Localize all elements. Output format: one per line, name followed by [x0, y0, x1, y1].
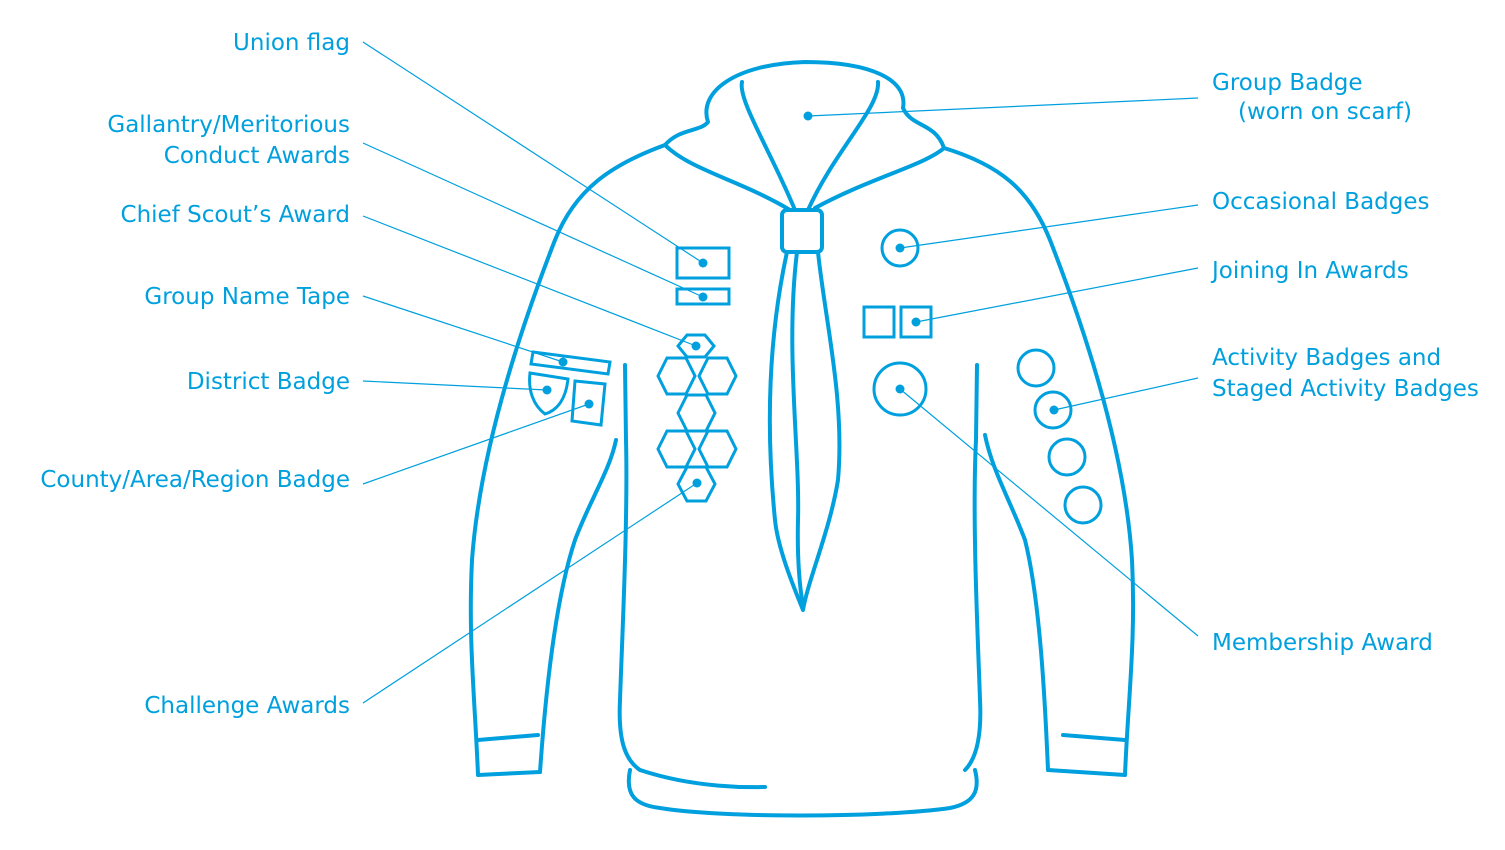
leader-group-badge — [807, 97, 1199, 117]
label-union-flag: Union flag — [233, 30, 350, 56]
pointer-dot — [558, 357, 568, 367]
pointer-dot — [803, 111, 813, 121]
union-flag-badge — [675, 246, 731, 280]
shirt-outline — [468, 60, 1136, 818]
pointer-dot — [895, 384, 905, 394]
labels-right: Group Badge (worn on scarf) Occasional B… — [1210, 70, 1479, 656]
challenge-award-badge — [656, 356, 697, 396]
leader-activity-badges — [1053, 377, 1199, 411]
label-chief-scout-award: Chief Scout’s Award — [121, 202, 350, 228]
pointer-dot — [1049, 405, 1059, 415]
label-gallantry-2: Conduct Awards — [164, 143, 350, 169]
scarf-fold — [790, 250, 805, 607]
challenge-award-badge — [676, 393, 717, 433]
challenge-award-badge — [676, 465, 717, 503]
left-shoulder — [468, 143, 667, 777]
label-group-name-tape: Group Name Tape — [144, 284, 350, 310]
leader-occasional-badges — [899, 204, 1199, 249]
pointer-dot — [698, 258, 708, 268]
county-badge — [570, 379, 607, 427]
district-badge — [528, 371, 570, 416]
leader-county-badge — [362, 403, 590, 485]
activity-badge-1 — [1016, 348, 1056, 388]
right-cuff — [1061, 733, 1127, 742]
occasional-badge — [880, 228, 920, 268]
label-activity-badges-2: Staged Activity Badges — [1212, 376, 1479, 402]
activity-badge-4 — [1063, 485, 1103, 525]
leader-gallantry — [362, 142, 704, 298]
joining-in-award-1 — [862, 305, 896, 339]
label-group-badge-2: (worn on scarf) — [1238, 99, 1412, 125]
right-body — [963, 363, 983, 772]
challenge-award-badge — [656, 429, 697, 469]
challenge-award-badges — [656, 356, 738, 503]
pointer-dot — [911, 317, 921, 327]
collar-left-edge — [663, 143, 792, 212]
left-cuff — [476, 733, 540, 742]
scarf-tail — [767, 250, 842, 612]
leader-group-name-tape — [362, 295, 564, 363]
woggle — [780, 208, 824, 254]
leader-challenge-awards — [362, 482, 698, 704]
label-challenge-awards: Challenge Awards — [144, 693, 350, 719]
label-gallantry: Gallantry/Meritorious — [107, 112, 350, 138]
left-sleeve-inner — [538, 438, 618, 774]
badges — [528, 228, 1103, 525]
left-body — [617, 363, 642, 772]
leader-chief-scout-award — [362, 215, 697, 347]
activity-badge-3 — [1047, 437, 1087, 477]
gallantry-badge — [675, 287, 731, 306]
label-activity-badges: Activity Badges and — [1212, 345, 1441, 371]
membership-award — [872, 361, 928, 417]
label-joining-in-awards: Joining In Awards — [1210, 258, 1409, 284]
label-membership-award: Membership Award — [1212, 630, 1433, 656]
leader-district-badge — [362, 380, 548, 391]
leader-union-flag — [362, 41, 704, 264]
scarf — [739, 80, 881, 212]
challenge-award-badge — [697, 356, 738, 396]
collar — [663, 60, 946, 210]
leader-joining-in-awards — [915, 267, 1199, 323]
activity-badge-2 — [1033, 390, 1073, 430]
pointer-dot — [691, 341, 701, 351]
labels-left: Union flag Gallantry/Meritorious Conduct… — [40, 30, 350, 719]
pointer-dot — [542, 385, 552, 395]
hem — [626, 768, 979, 818]
label-group-badge: Group Badge — [1212, 70, 1363, 96]
group-name-tape — [529, 350, 612, 376]
pointer-dot — [895, 243, 905, 253]
label-county-badge: County/Area/Region Badge — [40, 467, 350, 493]
joining-in-award-2 — [899, 305, 933, 339]
leader-lines — [362, 41, 1199, 704]
leader-membership-award — [899, 388, 1199, 637]
label-district-badge: District Badge — [187, 369, 350, 395]
right-shoulder — [942, 146, 1136, 777]
challenge-award-badge — [697, 429, 738, 469]
label-occasional-badges: Occasional Badges — [1212, 189, 1430, 215]
pointer-dot — [698, 292, 708, 302]
hem-fold — [638, 768, 767, 790]
right-sleeve-inner — [983, 433, 1050, 772]
pointer-dot — [584, 399, 594, 409]
pointer-dot — [692, 478, 702, 488]
